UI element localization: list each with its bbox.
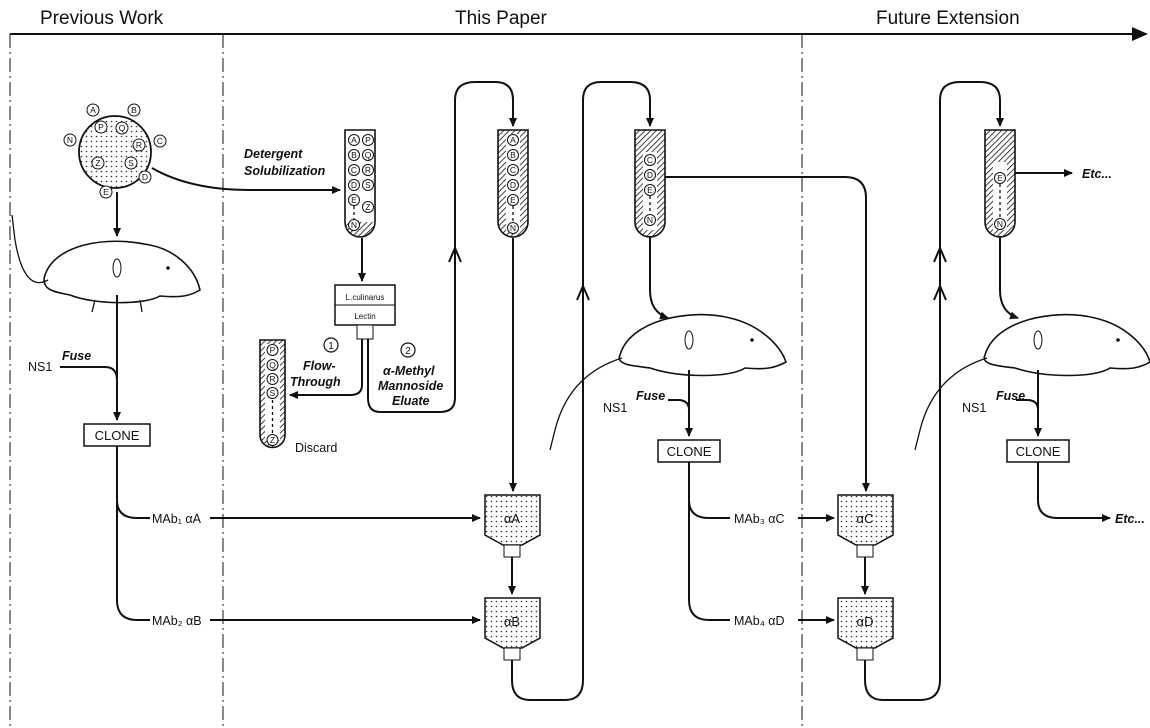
tubec-antigen-c: C xyxy=(647,155,653,165)
discard-antigen-q: Q xyxy=(269,360,276,370)
tubeb-antigen-b: B xyxy=(510,150,516,160)
tube1-antigen-q: Q xyxy=(365,150,372,160)
tubec-antigen-n: N xyxy=(647,215,653,225)
clone-box-3: CLONE xyxy=(1007,440,1069,462)
clone-label-1: CLONE xyxy=(95,428,140,443)
ns1-label-1: NS1 xyxy=(28,360,52,374)
clone-box-2: CLONE xyxy=(658,440,720,462)
tube-e: E N xyxy=(985,130,1015,237)
tube1-antigen-d: D xyxy=(351,180,357,190)
step2-number: 2 xyxy=(405,346,411,357)
cell-antigen-d: D xyxy=(142,172,148,182)
step2-line2: Mannoside xyxy=(378,379,443,393)
tubeb-antigen-d: D xyxy=(510,180,516,190)
tubeb-antigen-n: N xyxy=(510,223,516,233)
column-b-label: αB xyxy=(504,614,520,629)
detergent-label-1: Detergent xyxy=(244,147,303,161)
column-alpha-a: αA xyxy=(485,495,540,557)
clone-box-1: CLONE xyxy=(84,424,150,446)
etc-label-1: Etc... xyxy=(1082,167,1112,181)
mab2-label: MAb₂ αB xyxy=(152,614,202,628)
ns1-label-2: NS1 xyxy=(603,401,627,415)
cell-antigen-r: R xyxy=(136,140,142,150)
lectin-top-label: L.culinarus xyxy=(346,293,385,302)
discard-antigen-r: R xyxy=(269,374,275,384)
mab3-label: MAb₃ αC xyxy=(734,512,785,526)
tube1-antigen-s: S xyxy=(365,180,371,190)
tube-cde: C D E N xyxy=(635,130,665,237)
lectin-bottom-label: Lectin xyxy=(354,312,375,321)
column-alpha-c: αC xyxy=(838,495,893,557)
detergent-label-2: Solubilization xyxy=(244,164,326,178)
tubeb-antigen-c: C xyxy=(510,165,516,175)
step1-line2: Through xyxy=(290,375,341,389)
cell-antigen-s: S xyxy=(128,158,134,168)
tube1-antigen-z: Z xyxy=(365,202,370,212)
tubeb-antigen-e: E xyxy=(510,195,516,205)
step1-line1: Flow- xyxy=(303,359,336,373)
cell-antigen-z: Z xyxy=(95,158,100,168)
discard-antigen-p: P xyxy=(270,345,276,355)
mouse-icon-2 xyxy=(550,315,786,450)
discard-tube: P Q R S Z xyxy=(260,340,285,448)
cell-antigen-q: Q xyxy=(119,123,126,133)
tubee-antigen-e: E xyxy=(997,173,1003,183)
tube1-antigen-c: C xyxy=(351,165,357,175)
cell-antigen-e: E xyxy=(103,187,109,197)
flow-lines xyxy=(60,82,1110,700)
clone-label-2: CLONE xyxy=(667,444,712,459)
fuse-label-3: Fuse xyxy=(996,389,1025,403)
tube1-antigen-p: P xyxy=(365,135,371,145)
tubeb-antigen-a: A xyxy=(510,135,516,145)
mab4-label: MAb₄ αD xyxy=(734,614,785,628)
column-c-label: αC xyxy=(857,511,874,526)
step1-number: 1 xyxy=(328,341,334,352)
header-this-paper: This Paper xyxy=(455,8,548,29)
timeline-arrow-head xyxy=(1132,27,1148,41)
mouse-icon-1 xyxy=(12,215,200,312)
fuse-label-1: Fuse xyxy=(62,349,91,363)
tube1-antigen-n: N xyxy=(351,220,357,230)
mab1-label: MAb₁ αA xyxy=(152,512,202,526)
column-a-label: αA xyxy=(504,511,521,526)
discard-antigen-z: Z xyxy=(270,435,275,445)
header-future-extension: Future Extension xyxy=(876,8,1020,29)
cell-antigen-p: P xyxy=(98,122,104,132)
header-previous-work: Previous Work xyxy=(40,8,164,29)
cell-antigen-c: C xyxy=(157,136,163,146)
mouse-icon-3 xyxy=(915,315,1150,450)
tube1-antigen-e: E xyxy=(351,195,357,205)
clone-label-3: CLONE xyxy=(1016,444,1061,459)
discard-antigen-s: S xyxy=(270,388,276,398)
tubec-antigen-e: E xyxy=(647,185,653,195)
cell-antigen-a: A xyxy=(90,105,96,115)
lectin-column: L.culinarus Lectin xyxy=(335,285,395,339)
step2-line1: α-Methyl xyxy=(383,364,435,378)
cell-antigen-b: B xyxy=(131,105,137,115)
column-alpha-d: αD xyxy=(838,598,893,660)
step2-line3: Eluate xyxy=(392,394,430,408)
fuse-label-2: Fuse xyxy=(636,389,665,403)
cell-icon: A B P Q R C N Z S D E xyxy=(64,104,166,198)
tubee-antigen-n: N xyxy=(997,219,1003,229)
etc-label-2: Etc... xyxy=(1115,512,1145,526)
column-alpha-b: αB xyxy=(485,598,540,660)
ns1-label-3: NS1 xyxy=(962,401,986,415)
discard-label: Discard xyxy=(295,441,337,455)
cell-antigen-n: N xyxy=(67,135,73,145)
column-d-label: αD xyxy=(857,614,874,629)
tube1-antigen-b: B xyxy=(351,150,357,160)
solubilized-tube: A B C D E N P Q R S Z xyxy=(345,130,375,237)
tube1-antigen-a: A xyxy=(351,135,357,145)
tube-dash-links xyxy=(354,184,1000,222)
tubec-antigen-d: D xyxy=(647,170,653,180)
tube1-antigen-r: R xyxy=(365,165,371,175)
